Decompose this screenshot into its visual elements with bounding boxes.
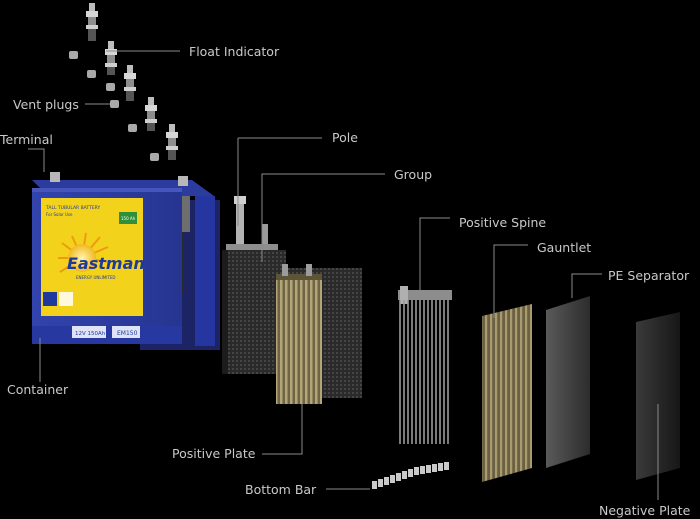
battery-brand: Eastman — [67, 254, 145, 273]
label-gauntlet: Gauntlet — [537, 240, 591, 255]
vent-plug — [69, 51, 78, 59]
label-vent-plugs: Vent plugs — [13, 97, 79, 112]
pe-separator — [546, 296, 590, 468]
sticker-line-2: For Solar Use — [46, 212, 73, 217]
battery-tagline: ENERGY UNLIMITED — [76, 275, 115, 280]
capacity-badge-text: 150 Ah — [121, 216, 136, 221]
float-indicator-5 — [166, 124, 178, 160]
negative-plate — [636, 312, 680, 480]
sun-logo-icon — [58, 232, 111, 273]
vent-plug — [128, 124, 137, 132]
vent-plug — [87, 70, 96, 78]
float-indicator-2 — [105, 41, 117, 75]
model-label-text: EM150 — [117, 330, 138, 337]
leader-lines — [28, 50, 659, 500]
label-terminal: Terminal — [0, 132, 53, 147]
battery-container: TALL TUBULAR BATTERY For Solar Use Eastm… — [32, 172, 220, 350]
vent-plug — [150, 153, 159, 161]
gauntlet — [482, 304, 532, 482]
bottom-bar — [370, 462, 452, 489]
label-pole: Pole — [332, 130, 358, 145]
vent-plug — [106, 83, 115, 91]
float-indicator-1 — [86, 3, 98, 41]
voltage-label — [72, 326, 106, 338]
label-group: Group — [394, 167, 432, 182]
sticker-line-1: TALL TUBULAR BATTERY — [45, 205, 101, 211]
voltage-label-text: 12V 150Ah — [75, 331, 106, 337]
certification-icon — [59, 292, 73, 306]
label-container: Container — [7, 382, 69, 397]
capacity-badge — [119, 212, 137, 224]
vent-plug — [110, 100, 119, 108]
label-positive-plate: Positive Plate — [172, 446, 256, 461]
certification-icon — [43, 292, 57, 306]
float-indicator-4 — [145, 97, 157, 131]
label-negative-plate: Negative Plate — [599, 503, 691, 518]
model-label — [112, 326, 140, 338]
positive-plate-block — [276, 264, 362, 404]
plate-group — [222, 196, 286, 374]
label-positive-spine: Positive Spine — [459, 215, 546, 230]
label-pe-separator: PE Separator — [608, 268, 690, 283]
label-bottom-bar: Bottom Bar — [245, 482, 317, 497]
positive-spine — [398, 286, 452, 444]
vent-plugs — [69, 51, 159, 161]
label-float-indicator: Float Indicator — [189, 44, 280, 59]
float-indicators — [86, 3, 178, 160]
float-indicator-3 — [124, 65, 136, 101]
